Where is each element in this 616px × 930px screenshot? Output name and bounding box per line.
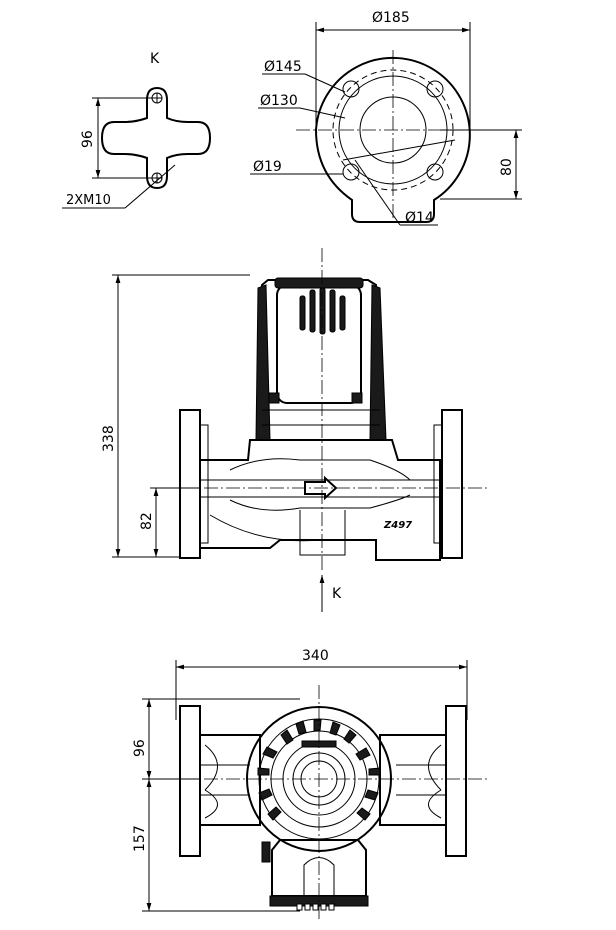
- bolt-callout: 2XM10: [66, 193, 111, 208]
- dim-outer-diameter: Ø185: [372, 10, 410, 26]
- k-view-flange: K 96 2XM10: [62, 51, 212, 209]
- k-view-arrow-label: K: [332, 586, 342, 602]
- pump-casing: [199, 439, 441, 561]
- dim-upper: 96: [132, 739, 148, 757]
- dim-bolt-hole: Ø19: [253, 159, 282, 175]
- housing-ribs: [257, 719, 381, 821]
- flange-right: [441, 409, 463, 559]
- top-flange-left: [179, 705, 201, 857]
- dim-total-height: 338: [101, 425, 117, 452]
- dim-bore: Ø14: [405, 210, 434, 226]
- top-flange-right: [445, 705, 467, 857]
- dim-bolt-circle: Ø145: [264, 59, 302, 75]
- motor-cap: [274, 277, 364, 289]
- bolt-hole-2: [426, 80, 444, 98]
- model-mark: Z497: [383, 520, 412, 531]
- control-box: [276, 284, 362, 404]
- oval-flange-outline: [100, 86, 212, 190]
- dim-raised-face: Ø130: [260, 93, 298, 109]
- motor-fins-right: [369, 284, 387, 441]
- terminal-pins: [296, 903, 335, 911]
- flow-arrow: [304, 475, 338, 501]
- k-view-label: K: [150, 51, 160, 67]
- pump-front-view: 338 82: [101, 248, 490, 612]
- dim-axis-height: 82: [139, 512, 155, 530]
- flange-left: [179, 409, 201, 559]
- motor-fins-left: [255, 284, 271, 441]
- round-flange-view: Ø185 Ø145 Ø130 Ø19 Ø14 80: [250, 10, 522, 226]
- round-flange-outline: [314, 56, 471, 223]
- bolt-hole-1: [342, 80, 360, 98]
- dim-bolt-spacing: 96: [80, 130, 96, 148]
- cable-gland: [261, 841, 271, 863]
- dim-height-offset: 80: [499, 158, 515, 176]
- ventilation-slots: [299, 287, 346, 335]
- dim-lower: 157: [132, 825, 148, 852]
- pump-top-view: 340 96 157: [132, 648, 490, 920]
- bolt-hole-4: [426, 163, 444, 181]
- bolt-hole-3: [342, 163, 360, 181]
- dim-width: 340: [302, 648, 329, 664]
- right-pipe: [379, 734, 447, 826]
